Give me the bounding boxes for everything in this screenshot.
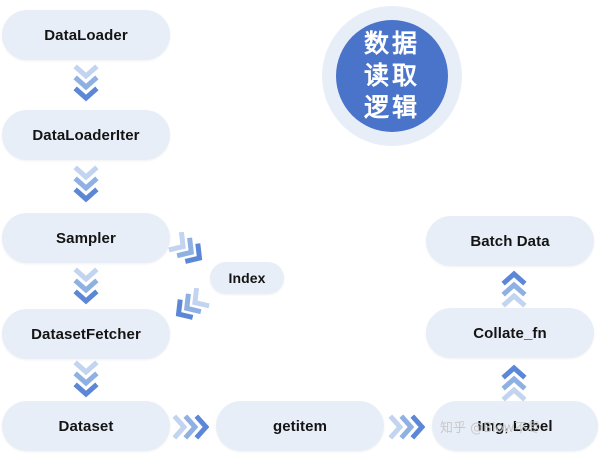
arrow-down-dataloader-to-iter <box>77 68 95 98</box>
arrow-index-to-fetcher <box>173 291 206 322</box>
title-line-3: 逻辑 <box>363 93 420 122</box>
node-sampler: Sampler <box>2 213 170 263</box>
arrow-down-fetcher-to-dataset <box>77 364 95 394</box>
arrow-dataset-to-getitem <box>176 418 206 436</box>
node-dataset: Dataset <box>2 401 170 451</box>
arrow-down-iter-to-sampler <box>77 169 95 199</box>
node-collate-fn: Collate_fn <box>426 308 594 358</box>
arrow-up-collate-to-batch <box>505 274 523 304</box>
node-batch-data: Batch Data <box>426 216 594 266</box>
arrow-getitem-to-img-label <box>392 418 422 436</box>
arrow-down-sampler-to-fetcher <box>77 271 95 301</box>
node-index: Index <box>210 262 284 294</box>
node-getitem: getitem <box>216 401 384 451</box>
watermark: 知乎 @Blow不尽 <box>440 421 541 436</box>
node-dataloader-iter: DataLoaderIter <box>2 110 170 160</box>
node-img-label: Img, Label <box>432 401 598 451</box>
title-line-1: 数据 <box>363 29 420 58</box>
title-badge: 数据 读取 逻辑 <box>322 6 462 146</box>
arrow-sampler-to-index <box>171 235 204 266</box>
node-dataset-fetcher: DatasetFetcher <box>2 309 170 359</box>
title-circle: 数据 读取 逻辑 <box>336 20 448 132</box>
node-dataloader: DataLoader <box>2 10 170 60</box>
arrow-up-img-label-to-collate <box>505 368 523 398</box>
title-line-2: 读取 <box>363 61 420 90</box>
